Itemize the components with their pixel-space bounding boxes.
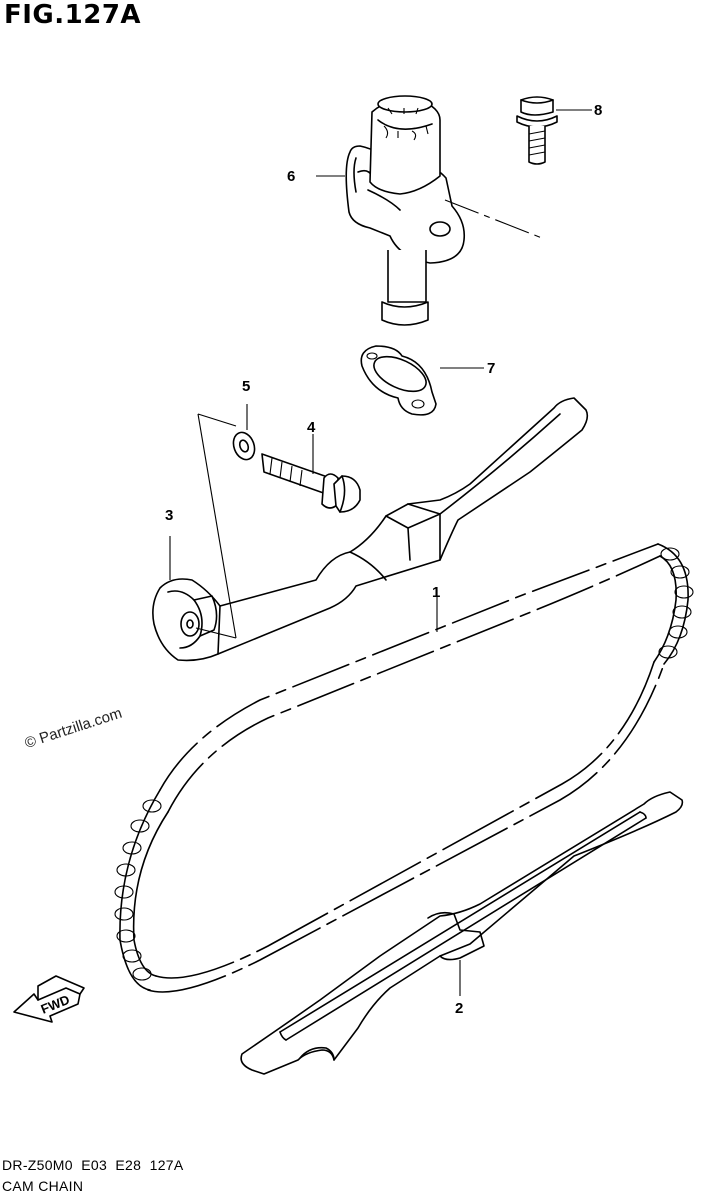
fwd-arrow-icon: FWD [13, 975, 85, 1023]
part-3-tensioner-guide[interactable] [152, 397, 589, 662]
callout-7: 7 [487, 360, 495, 377]
part-2-chain-guide[interactable] [240, 791, 684, 1075]
part-6-tensioner[interactable] [316, 95, 543, 326]
figure-code: DR-Z50M0 E03 E28 127A [2, 1157, 184, 1173]
part-8-bolt[interactable] [516, 96, 592, 165]
figure-name: CAM CHAIN [2, 1178, 84, 1194]
part-7-gasket[interactable] [360, 345, 484, 416]
callout-4: 4 [307, 419, 316, 436]
part-4-bolt[interactable] [261, 434, 361, 513]
callout-8: 8 [594, 102, 602, 119]
part-1-cam-chain[interactable] [114, 543, 694, 993]
callout-6: 6 [287, 168, 295, 185]
callout-1: 1 [432, 584, 440, 601]
part-5-washer[interactable] [230, 404, 258, 463]
callout-5: 5 [242, 378, 250, 395]
figure-title: FIG.127A [4, 0, 142, 30]
callout-3: 3 [165, 507, 173, 524]
callout-2: 2 [455, 1000, 463, 1017]
